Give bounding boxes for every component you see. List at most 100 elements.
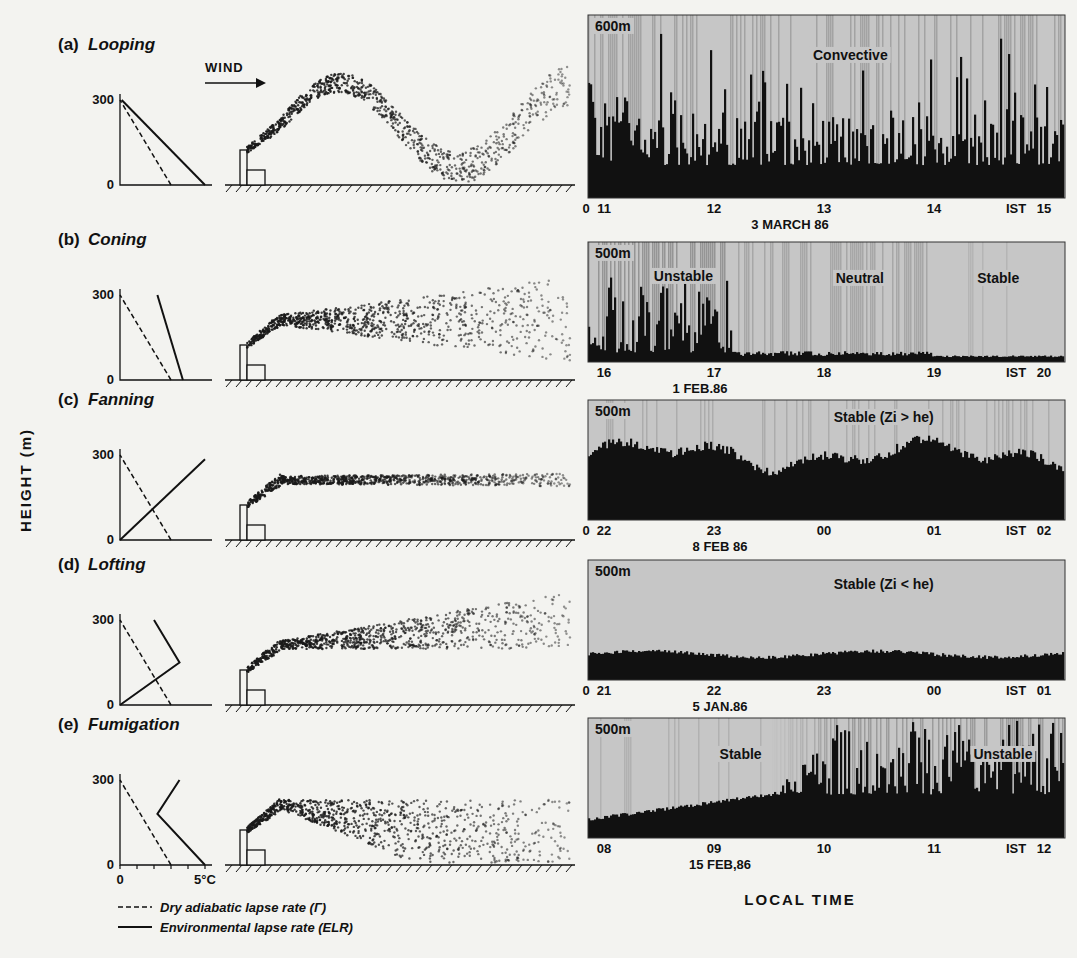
ground-hatch (356, 540, 362, 547)
plume-particle (434, 148, 436, 150)
plume-particle (269, 322, 271, 324)
plume-particle (399, 325, 401, 327)
plume-particle (382, 324, 384, 326)
plume-particle (423, 326, 425, 328)
plume-particle (455, 307, 457, 309)
plume-particle (502, 288, 504, 290)
plume-particle (417, 153, 419, 155)
plume-particle (522, 134, 524, 136)
plume-particle (551, 86, 553, 88)
plume-particle (431, 147, 433, 149)
plume-particle (412, 312, 414, 314)
plume-particle (503, 135, 505, 137)
plume-particle (290, 315, 292, 317)
plume-particle (454, 345, 456, 347)
ground-hatch (536, 380, 542, 387)
plume-particle (403, 327, 405, 329)
plume-particle (246, 346, 248, 348)
ground-hatch (416, 540, 422, 547)
plume-particle (478, 321, 480, 323)
ground-hatch (366, 540, 372, 547)
plume-particle (566, 306, 568, 308)
plume-particle (492, 343, 494, 345)
plume-particle (267, 331, 269, 333)
ground-hatch (486, 185, 492, 192)
plume-particle (360, 304, 362, 306)
plume-particle (363, 322, 365, 324)
plume-particle (338, 312, 340, 314)
plume-particle (485, 139, 487, 141)
plume-particle (437, 161, 439, 163)
plume-particle (566, 104, 568, 106)
plume-particle (377, 313, 379, 315)
plume-particle (399, 122, 401, 124)
plume-particle (514, 139, 516, 141)
plume-particle (384, 105, 386, 107)
ground-hatch (396, 185, 402, 192)
plume-particle (568, 93, 570, 95)
plume-particle (304, 314, 306, 316)
plume-particle (557, 78, 559, 80)
ground-hatch (486, 540, 492, 547)
plume-particle (431, 318, 433, 320)
plume-particle (250, 149, 252, 151)
plume-particle (390, 320, 392, 322)
plume-particle (275, 123, 277, 125)
plume-particle (503, 300, 505, 302)
plume-particle (342, 328, 344, 330)
ground-hatch (356, 380, 362, 387)
plume-particle (394, 114, 396, 116)
plume-particle (477, 145, 479, 147)
plume-particle (309, 94, 311, 96)
plume-particle (369, 90, 371, 92)
plume-particle (446, 314, 448, 316)
plume-particle (258, 335, 260, 337)
plume-particle (438, 336, 440, 338)
plume-particle (521, 109, 523, 111)
plume-particle (361, 322, 363, 324)
plume-particle (385, 114, 387, 116)
plume-particle (279, 123, 281, 125)
plume-particle (463, 168, 465, 170)
plume-particle (267, 325, 269, 327)
ground-hatch (446, 380, 452, 387)
plume-particle (397, 324, 399, 326)
ground-hatch (456, 185, 462, 192)
plume-particle (562, 296, 564, 298)
plume-particle (334, 322, 336, 324)
chimney (240, 505, 247, 540)
plume-particle (276, 131, 278, 133)
plume-particle (405, 302, 407, 304)
plume-particle (439, 168, 441, 170)
plume-particle (320, 312, 322, 314)
plume-particle (311, 311, 313, 313)
plume-particle (286, 114, 288, 116)
plume-particle (423, 330, 425, 332)
plume-particle (459, 167, 461, 169)
plume-particle (460, 339, 462, 341)
plume-particle (315, 318, 317, 320)
plume-particle (381, 105, 383, 107)
ground-hatch (466, 540, 472, 547)
ground-hatch (396, 540, 402, 547)
plume-particle (459, 319, 461, 321)
plume-particle (399, 331, 401, 333)
plume-particle (566, 66, 568, 68)
ground-and-stack (225, 345, 575, 387)
environmental-line (120, 459, 205, 540)
plume-particle (381, 330, 383, 332)
plume-particle (372, 92, 374, 94)
plume-particle (514, 145, 516, 147)
plume-particle (346, 321, 348, 323)
ground-hatch (266, 540, 272, 547)
plume-particle (527, 300, 529, 302)
plume-particle (393, 333, 395, 335)
plume-particle (341, 84, 343, 86)
chimney (240, 150, 247, 185)
plume-particle (402, 310, 404, 312)
plume-particle (450, 175, 452, 177)
plume-particle (406, 132, 408, 134)
plume-particle (463, 161, 465, 163)
plume-particle (495, 331, 497, 333)
plume-particle (479, 338, 481, 340)
